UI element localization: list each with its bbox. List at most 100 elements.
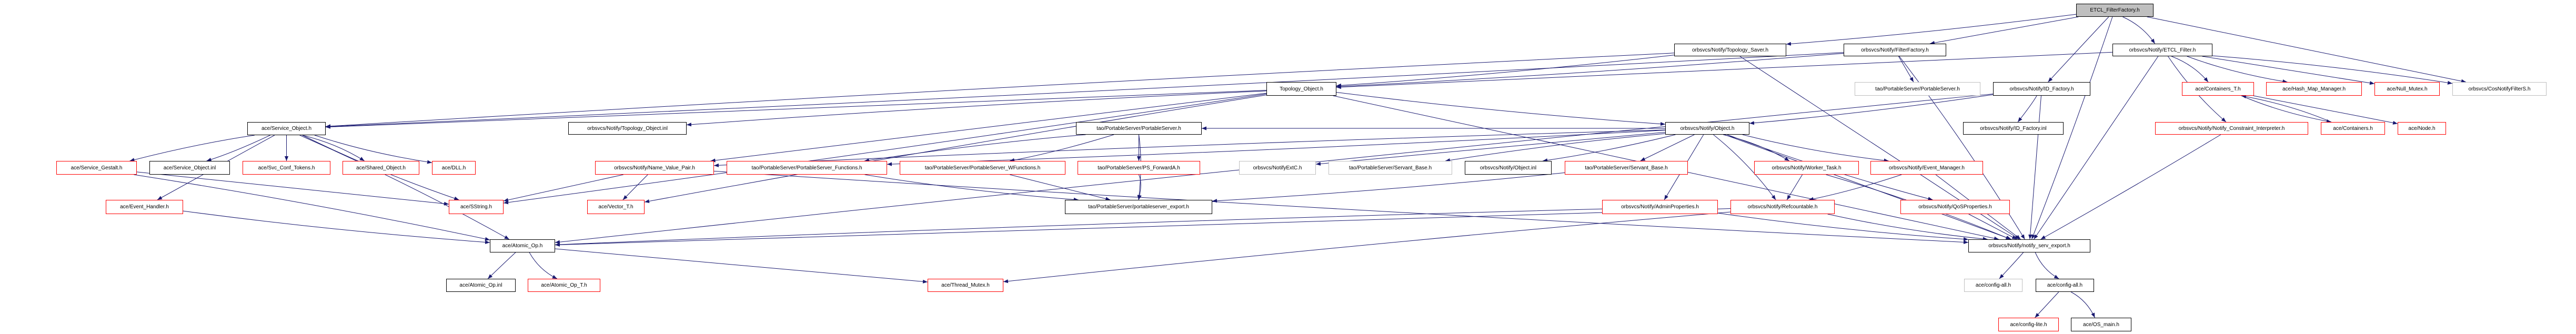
node-ace-sstring-h[interactable]: ace/SString.h — [449, 200, 504, 214]
edge-orbsvcs-notify-name-value-pair-h-to-ace-vector-t-h — [622, 174, 648, 200]
node-ace-config-lite-h[interactable]: ace/config-lite.h — [1998, 318, 2059, 331]
edge-orbsvcs-notify-etcl-filter-h-to-topology-object-h — [1336, 52, 2113, 89]
edge-orbsvcs-notify-object-h-to-orbsvcs-notify-worker-task-h — [1723, 134, 1790, 161]
edge-ace-containers-t-h-to-ace-node-h — [2253, 95, 2398, 125]
edge-orbsvcs-notify-etcl-filter-h-to-ace-containers-t-h — [2171, 56, 2209, 83]
edge-tao-portableserver-portableserver-h-to-tao-portableserver-portableserver-wfunctions-h — [1009, 134, 1114, 162]
node-ace-atomic-op-t-h[interactable]: ace/Atomic_Op_T.h — [528, 279, 600, 292]
node-tao-portableserver-portableserver-export-h[interactable]: tao/PortableServer/portableserver_export… — [1065, 200, 1212, 214]
node-orbsvcs-notify-filterfactory-h[interactable]: orbsvcs/Notify/FilterFactory.h — [1844, 44, 1946, 56]
node-ace-dll-h[interactable]: ace/DLL.h — [432, 161, 476, 175]
node-orbsvcs-notify-notify-constraint-interpreter-h[interactable]: orbsvcs/Notify/Notify_Constraint_Interpr… — [2155, 122, 2308, 135]
edge-orbsvcs-notify-filterfactory-h-to-tao-portableserver-portableserver-h — [1898, 56, 1914, 83]
node-orbsvcs-notify-adminproperties-h[interactable]: orbsvcs/Notify/AdminProperties.h — [1602, 200, 1718, 214]
node-ace-containers-h[interactable]: ace/Containers.h — [2321, 122, 2385, 135]
node-ace-atomic-op-h[interactable]: ace/Atomic_Op.h — [490, 239, 555, 252]
node-orbsvcs-notify-notify-serv-export-h[interactable]: orbsvcs/Notify/notify_serv_export.h — [1968, 239, 2090, 252]
node-ace-os-main-h[interactable]: ace/OS_main.h — [2071, 318, 2131, 331]
edge-orbsvcs-notify-etcl-filter-h-to-orbsvcs-notify-notify-serv-export-h — [2034, 56, 2159, 240]
node-topology-object-h[interactable]: Topology_Object.h — [1266, 82, 1336, 96]
node-tao-portableserver-portableserver-functions-h[interactable]: tao/PortableServer/PortableServer_Functi… — [727, 161, 887, 175]
edge-topology-object-h-to-ace-vector-t-h — [644, 94, 1267, 204]
edge-orbsvcs-notify-object-h-to-orbsvcs-notify-notify-serv-export-h — [1724, 134, 2011, 240]
node-orbsvcs-notify-name-value-pair-h[interactable]: orbsvcs/Notify/Name_Value_Pair.h — [595, 161, 714, 175]
edge-orbsvcs-notify-qosproperties-h-to-orbsvcs-notify-notify-serv-export-h — [1968, 214, 2017, 240]
edge-orbsvcs-notify-object-h-to-orbsvcs-notify-refcountable-h — [1713, 134, 1776, 200]
edge-orbsvcs-notify-object-h-to-orbsvcs-notifyextc-h — [1315, 131, 1666, 166]
edge-topology-object-h-to-orbsvcs-notify-topology-object-inl — [686, 90, 1267, 127]
edge-tao-portableserver-servant-base-h-to-tao-portableserver-portableserver-export-h — [1212, 172, 1565, 203]
node-ace-service-gestalt-h[interactable]: ace/Service_Gestalt.h — [56, 161, 137, 175]
edge-orbsvcs-notify-adminproperties-h-to-orbsvcs-notify-notify-serv-export-h — [1717, 212, 1969, 241]
edge-ace-atomic-op-h-to-ace-atomic-op-t-h — [529, 252, 558, 279]
edge-orbsvcs-notify-id-factory-h-to-orbsvcs-notify-object-h — [1749, 94, 1994, 125]
node-ace-null-mutex-h[interactable]: ace/Null_Mutex.h — [2374, 82, 2440, 96]
node-orbsvcs-notifyextc-h[interactable]: orbsvcs/NotifyExtC.h — [1239, 161, 1316, 175]
node-orbsvcs-notify-topology-object-inl[interactable]: orbsvcs/Notify/Topology_Object.inl — [568, 122, 687, 135]
edge-orbsvcs-notify-etcl-filter-h-to-orbsvcs-cosnotifyfilters-h — [2212, 55, 2453, 85]
node-ace-vector-t-h[interactable]: ace/Vector_T.h — [587, 200, 645, 214]
node-ace-config-all-h[interactable]: ace/config-all.h — [1964, 279, 2022, 292]
node-orbsvcs-notify-id-factory-inl[interactable]: orbsvcs/Notify/ID_Factory.inl — [1963, 122, 2064, 135]
edge-ace-service-object-h-to-ace-shared-object-h — [302, 135, 365, 161]
edge-orbsvcs-notify-etcl-filter-h-to-ace-null-mutex-h — [2202, 56, 2375, 85]
node-orbsvcs-notify-worker-task-h[interactable]: orbsvcs/Notify/Worker_Task.h — [1754, 161, 1859, 175]
edge-etcl-filterfactory-h-to-orbsvcs-cosnotifyfilters-h — [2147, 16, 2467, 83]
edge-orbsvcs-notify-id-factory-h-to-orbsvcs-notify-notify-serv-export-h — [2028, 95, 2041, 240]
edge-ace-service-object-h-to-ace-service-object-inl — [206, 135, 270, 161]
edge-orbsvcs-notify-object-h-to-tao-portableserver-servant-base-h — [1640, 134, 1695, 161]
node-ace-service-object-h[interactable]: ace/Service_Object.h — [247, 122, 326, 135]
node-ace-node-h[interactable]: ace/Node.h — [2398, 122, 2446, 135]
node-ace-thread-mutex-h[interactable]: ace/Thread_Mutex.h — [928, 279, 1003, 292]
edge-ace-service-object-h-to-ace-dll-h — [314, 135, 432, 164]
node-tao-portableserver-servant-base-h[interactable]: tao/PortableServer/Servant_Base.h — [1329, 161, 1452, 175]
edge-orbsvcs-notify-notify-serv-export-h-to-ace-config-all-h — [1999, 252, 2024, 279]
edge-tao-portableserver-portableserver-h-to-tao-portableserver-portableserver-functions-h — [864, 134, 1086, 163]
edge-tao-portableserver-portableserver-wfunctions-h-to-tao-portableserver-portableserver-export-h — [1010, 174, 1111, 201]
edge-ace-containers-h-to-ace-containers-t-h — [2241, 95, 2332, 123]
node-orbsvcs-notify-object-inl[interactable]: orbsvcs/Notify/Object.inl — [1465, 161, 1552, 175]
node-ace-containers-t-h[interactable]: ace/Containers_T.h — [2182, 82, 2254, 96]
edge-ace-service-gestalt-h-to-ace-atomic-op-h — [134, 174, 490, 241]
node-ace-hash-map-manager-h[interactable]: ace/Hash_Map_Manager.h — [2266, 82, 2362, 96]
edge-etcl-filterfactory-h-to-orbsvcs-notify-id-factory-h — [2048, 16, 2109, 83]
edge-orbsvcs-notify-name-value-pair-h-to-ace-sstring-h — [503, 174, 623, 202]
node-orbsvcs-notify-event-manager-h[interactable]: orbsvcs/Notify/Event_Manager.h — [1870, 161, 1983, 175]
edge-topology-object-h-to-orbsvcs-notify-object-h — [1336, 92, 1666, 126]
node-orbsvcs-notify-object-h[interactable]: orbsvcs/Notify/Object.h — [1665, 122, 1749, 135]
edge-orbsvcs-notify-event-manager-h-to-orbsvcs-notify-refcountable-h — [1808, 174, 1902, 201]
node-orbsvcs-notify-etcl-filter-h[interactable]: orbsvcs/Notify/ETCL_Filter.h — [2112, 44, 2212, 56]
edge-orbsvcs-notify-notify-serv-export-h-to-ace-config-all-h — [2035, 252, 2059, 279]
edge-ace-containers-t-h-to-ace-containers-h — [2241, 95, 2332, 123]
edge-ace-event-handler-h-to-ace-atomic-op-h — [183, 210, 490, 245]
edge-orbsvcs-notify-topology-saver-h-to-topology-object-h — [1336, 55, 1675, 87]
edge-ace-atomic-op-h-to-ace-atomic-op-inl — [487, 252, 516, 279]
edge-ace-config-all-h-to-ace-config-lite-h — [2035, 291, 2059, 318]
edge-ace-config-all-h-to-ace-os-main-h — [2070, 291, 2095, 318]
node-ace-svc-conf-tokens-h[interactable]: ace/Svc_Conf_Tokens.h — [243, 161, 330, 175]
edge-ace-service-object-h-to-ace-service-gestalt-h — [129, 135, 255, 162]
edge-orbsvcs-notify-object-h-to-orbsvcs-notify-object-inl — [1543, 134, 1676, 163]
edge-orbsvcs-notify-adminproperties-h-to-ace-atomic-op-h — [555, 208, 1603, 247]
node-tao-portableserver-portableserver-h[interactable]: tao/PortableServer/PortableServer.h — [1855, 82, 1980, 96]
node-orbsvcs-notify-qosproperties-h[interactable]: orbsvcs/Notify/QoSProperties.h — [1900, 200, 2010, 214]
node-etcl-filterfactory-h[interactable]: ETCL_FilterFactory.h — [2076, 4, 2154, 17]
node-tao-portableserver-portableserver-wfunctions-h[interactable]: tao/PortableServer/PortableServer_WFunct… — [900, 161, 1065, 175]
node-orbsvcs-notify-id-factory-h[interactable]: orbsvcs/Notify/ID_Factory.h — [1993, 82, 2090, 96]
node-orbsvcs-cosnotifyfilters-h[interactable]: orbsvcs/CosNotifyFilterS.h — [2452, 82, 2547, 96]
edge-etcl-filterfactory-h-to-orbsvcs-notify-filterfactory-h — [1929, 16, 2079, 45]
node-ace-config-all-h[interactable]: ace/config-all.h — [2036, 279, 2094, 292]
node-orbsvcs-notify-refcountable-h[interactable]: orbsvcs/Notify/Refcountable.h — [1730, 200, 1835, 214]
edge-orbsvcs-notify-worker-task-h-to-orbsvcs-notify-refcountable-h — [1786, 174, 1803, 200]
edge-orbsvcs-notify-topology-saver-h-to-ace-service-object-h — [325, 53, 1675, 128]
node-ace-atomic-op-inl[interactable]: ace/Atomic_Op.inl — [446, 279, 516, 292]
node-tao-portableserver-portableserver-h[interactable]: tao/PortableServer/PortableServer.h — [1076, 122, 1202, 135]
node-tao-portableserver-ps-forwarda-h[interactable]: tao/PortableServer/PS_ForwardA.h — [1078, 161, 1200, 175]
node-tao-portableserver-servant-base-h[interactable]: tao/PortableServer/Servant_Base.h — [1565, 161, 1688, 175]
node-ace-event-handler-h[interactable]: ace/Event_Handler.h — [106, 200, 183, 214]
node-ace-service-object-inl[interactable]: ace/Service_Object.inl — [149, 161, 230, 175]
edge-etcl-filterfactory-h-to-orbsvcs-notify-etcl-filter-h — [2122, 16, 2156, 44]
node-orbsvcs-notify-topology-saver-h[interactable]: orbsvcs/Notify/Topology_Saver.h — [1674, 44, 1786, 56]
node-ace-shared-object-h[interactable]: ace/Shared_Object.h — [343, 161, 419, 175]
